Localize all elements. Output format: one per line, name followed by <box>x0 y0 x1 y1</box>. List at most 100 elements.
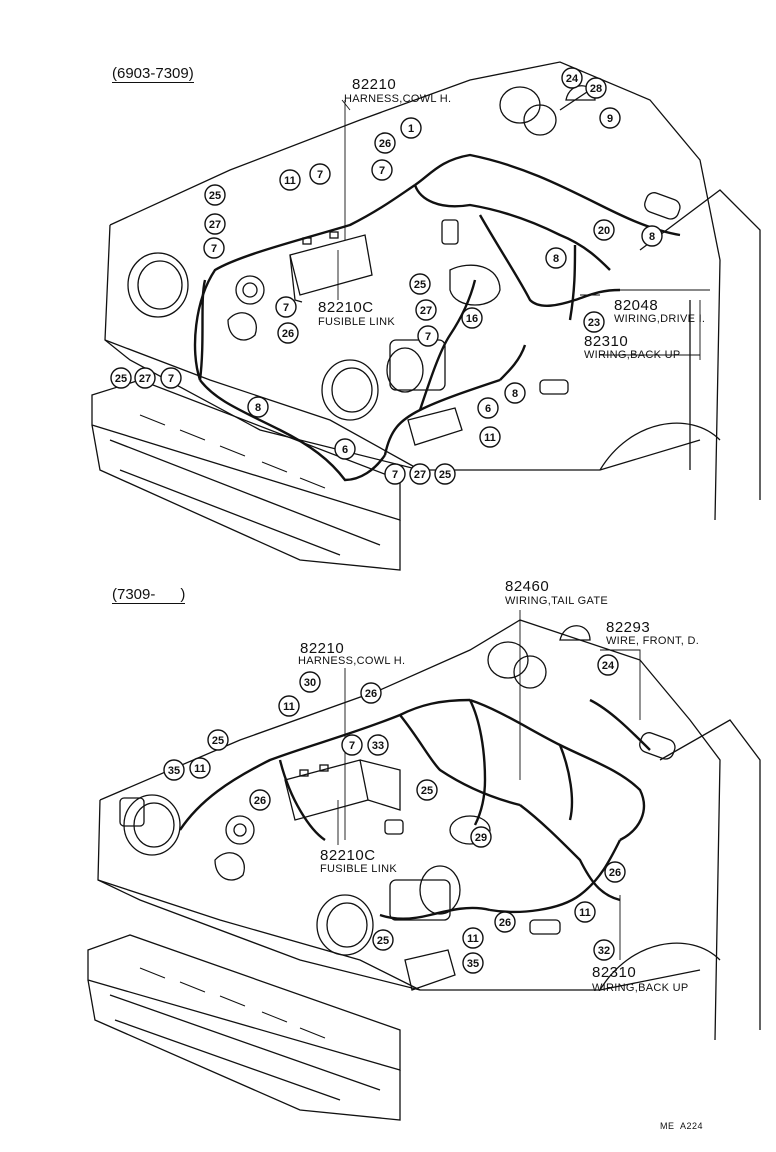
part-number-82210-top: 82210 <box>352 76 397 93</box>
callout-26: 26 <box>277 322 299 344</box>
part-desc-fusible-link-bottom: FUSIBLE LINK <box>320 863 397 875</box>
top-leaders <box>337 99 710 360</box>
callout-number: 25 <box>414 279 426 291</box>
part-desc-wiring-drive: WIRING,DRIVE I. <box>614 313 706 325</box>
callout-25: 25 <box>416 779 438 801</box>
callout-9: 9 <box>599 107 621 129</box>
callout-number: 27 <box>139 373 151 385</box>
callout-number: 25 <box>439 469 451 481</box>
callout-number: 23 <box>588 317 600 329</box>
callout-6: 6 <box>477 397 499 419</box>
callout-16: 16 <box>461 307 483 329</box>
callout-number: 26 <box>365 688 377 700</box>
callout-7: 7 <box>160 367 182 389</box>
callout-number: 16 <box>466 313 478 325</box>
callout-number: 25 <box>421 785 433 797</box>
callout-number: 25 <box>115 373 127 385</box>
callout-26: 26 <box>374 132 396 154</box>
part-number-82310-bottom: 82310 <box>592 964 637 981</box>
callout-number: 25 <box>209 190 221 202</box>
callout-number: 7 <box>425 331 431 343</box>
callout-23: 23 <box>583 311 605 333</box>
callout-11: 11 <box>189 757 211 779</box>
callout-number: 35 <box>168 765 180 777</box>
part-number-82210c-top: 82210C <box>318 299 374 316</box>
callout-number: 8 <box>255 402 261 414</box>
callout-number: 27 <box>420 305 432 317</box>
callout-25: 25 <box>207 729 229 751</box>
callout-number: 28 <box>590 83 602 95</box>
callout-27: 27 <box>204 213 226 235</box>
callout-11: 11 <box>479 426 501 448</box>
callout-number: 26 <box>609 867 621 879</box>
callout-25: 25 <box>110 367 132 389</box>
part-number-82310-top: 82310 <box>584 333 629 350</box>
callout-32: 32 <box>593 939 615 961</box>
bottom-components <box>119 625 676 991</box>
callout-number: 33 <box>372 740 384 752</box>
callout-30: 30 <box>299 671 321 693</box>
callout-7: 7 <box>203 237 225 259</box>
callout-number: 7 <box>168 373 174 385</box>
callout-number: 7 <box>211 243 217 255</box>
callout-number: 27 <box>414 469 426 481</box>
callout-35: 35 <box>163 759 185 781</box>
callout-number: 24 <box>566 73 579 85</box>
callout-26: 26 <box>360 682 382 704</box>
callout-number: 29 <box>475 832 487 844</box>
callout-number: 9 <box>607 113 613 125</box>
callout-number: 8 <box>649 231 655 243</box>
callout-number: 26 <box>254 795 266 807</box>
callout-11: 11 <box>462 927 484 949</box>
callout-number: 11 <box>194 763 206 775</box>
callout-25: 25 <box>372 929 394 951</box>
callout-26: 26 <box>494 911 516 933</box>
callout-27: 27 <box>409 463 431 485</box>
bottom-vehicle-body <box>87 619 761 1121</box>
callout-1: 1 <box>400 117 422 139</box>
callout-27: 27 <box>134 367 156 389</box>
section-range-top: (6903-7309) <box>112 65 194 83</box>
part-desc-fusible-link-top: FUSIBLE LINK <box>318 316 395 328</box>
callout-number: 7 <box>317 169 323 181</box>
callout-24: 24 <box>597 654 619 676</box>
callout-number: 7 <box>283 302 289 314</box>
callout-8: 8 <box>504 382 526 404</box>
callout-number: 20 <box>598 225 610 237</box>
callout-number: 26 <box>379 138 391 150</box>
part-number-82210c-bottom: 82210C <box>320 847 376 864</box>
part-number-82460: 82460 <box>505 578 550 595</box>
callout-number: 11 <box>579 907 591 919</box>
part-desc-harness-cowl-bottom: HARNESS,COWL H. <box>298 655 406 667</box>
part-number-82293: 82293 <box>606 619 651 636</box>
callout-7: 7 <box>275 296 297 318</box>
callout-number: 11 <box>484 432 496 444</box>
callout-number: 7 <box>379 165 385 177</box>
callout-7: 7 <box>309 163 331 185</box>
callout-8: 8 <box>641 225 663 247</box>
callout-number: 11 <box>284 175 296 187</box>
callout-33: 33 <box>367 734 389 756</box>
top-vehicle-body <box>91 61 761 571</box>
callout-7: 7 <box>384 463 406 485</box>
callout-29: 29 <box>470 826 492 848</box>
callout-number: 6 <box>485 403 491 415</box>
callout-markers: 1 24 28 9 26 7 11 7 25 27 7 20 8 8 25 27 16 7 26 23 7 25 27 7 8 6… <box>110 67 663 974</box>
callout-number: 7 <box>349 740 355 752</box>
bottom-harness <box>179 698 651 920</box>
callout-20: 20 <box>593 219 615 241</box>
callout-28: 28 <box>585 77 607 99</box>
callout-number: 24 <box>602 660 615 672</box>
callout-7: 7 <box>341 734 363 756</box>
callout-number: 11 <box>283 701 295 713</box>
callout-number: 26 <box>282 328 294 340</box>
part-desc-harness-cowl-top: HARNESS,COWL H. <box>344 93 452 105</box>
figure-code: ME A224 <box>660 1121 704 1131</box>
callout-number: 35 <box>467 958 479 970</box>
part-desc-wiring-backup-bottom: WIRING,BACK UP <box>592 982 689 994</box>
callout-number: 25 <box>377 935 389 947</box>
callout-number: 26 <box>499 917 511 929</box>
callout-7: 7 <box>371 159 393 181</box>
top-harness <box>193 153 681 482</box>
